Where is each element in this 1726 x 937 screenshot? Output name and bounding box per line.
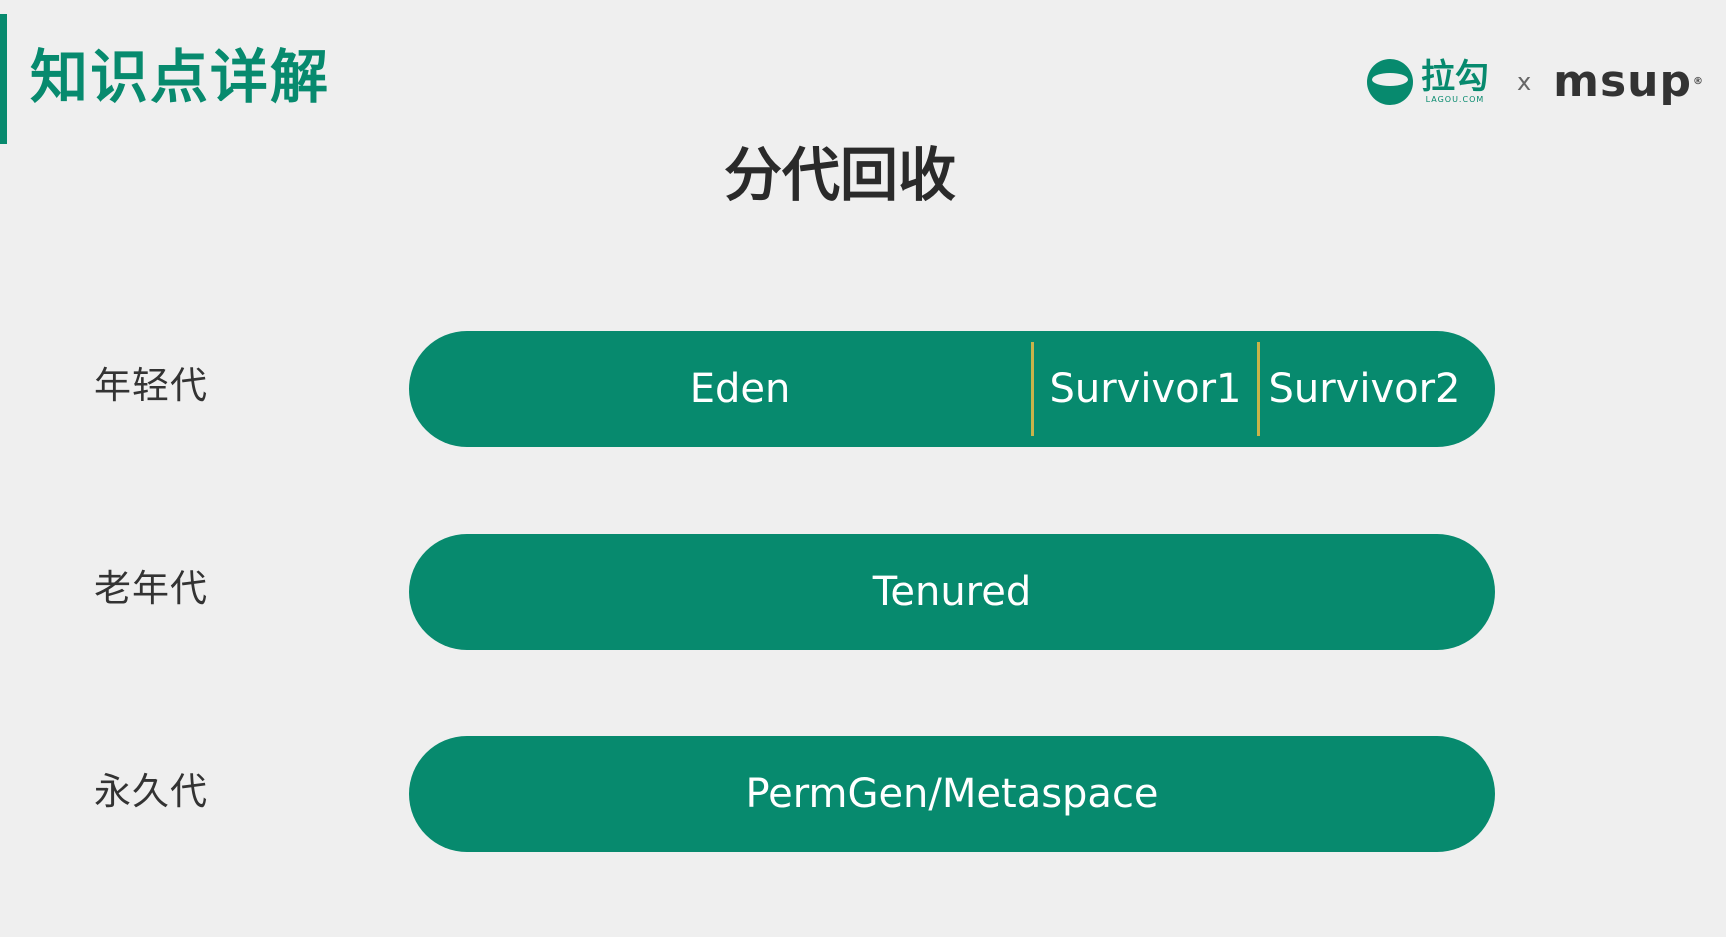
segment-divider	[1031, 342, 1034, 436]
young-generation-bar: Eden Survivor1 Survivor2	[409, 331, 1495, 447]
msup-wordmark: msup	[1553, 56, 1692, 107]
brand-logo: 拉勾 LAGOU.COM x msup®	[1366, 52, 1704, 112]
segment-eden: Eden	[689, 366, 791, 412]
lagou-name: 拉勾	[1420, 57, 1489, 97]
row-label-young-generation: 年轻代	[94, 364, 208, 407]
header-accent-bar	[0, 14, 7, 144]
logo-separator: x	[1516, 68, 1532, 96]
permanent-generation-bar: PermGen/Metaspace	[409, 736, 1495, 852]
msup-logo: msup®	[1553, 58, 1704, 106]
diagram-title: 分代回收	[723, 141, 956, 209]
lagou-logo-icon	[1366, 59, 1413, 105]
segment-permgen-metaspace: PermGen/Metaspace	[745, 771, 1159, 817]
segment-tenured: Tenured	[872, 569, 1032, 615]
page-title: 知识点详解	[30, 43, 331, 111]
old-generation-bar: Tenured	[409, 534, 1495, 650]
row-label-permanent-generation: 永久代	[94, 770, 208, 813]
segment-survivor1: Survivor1	[1049, 366, 1242, 412]
segment-divider	[1257, 342, 1260, 436]
row-label-old-generation: 老年代	[94, 567, 208, 610]
segment-survivor2: Survivor2	[1268, 366, 1461, 412]
registered-mark: ®	[1693, 76, 1704, 87]
lagou-domain: LAGOU.COM	[1425, 95, 1485, 104]
lagou-wordmark: 拉勾 LAGOU.COM	[1421, 59, 1489, 105]
